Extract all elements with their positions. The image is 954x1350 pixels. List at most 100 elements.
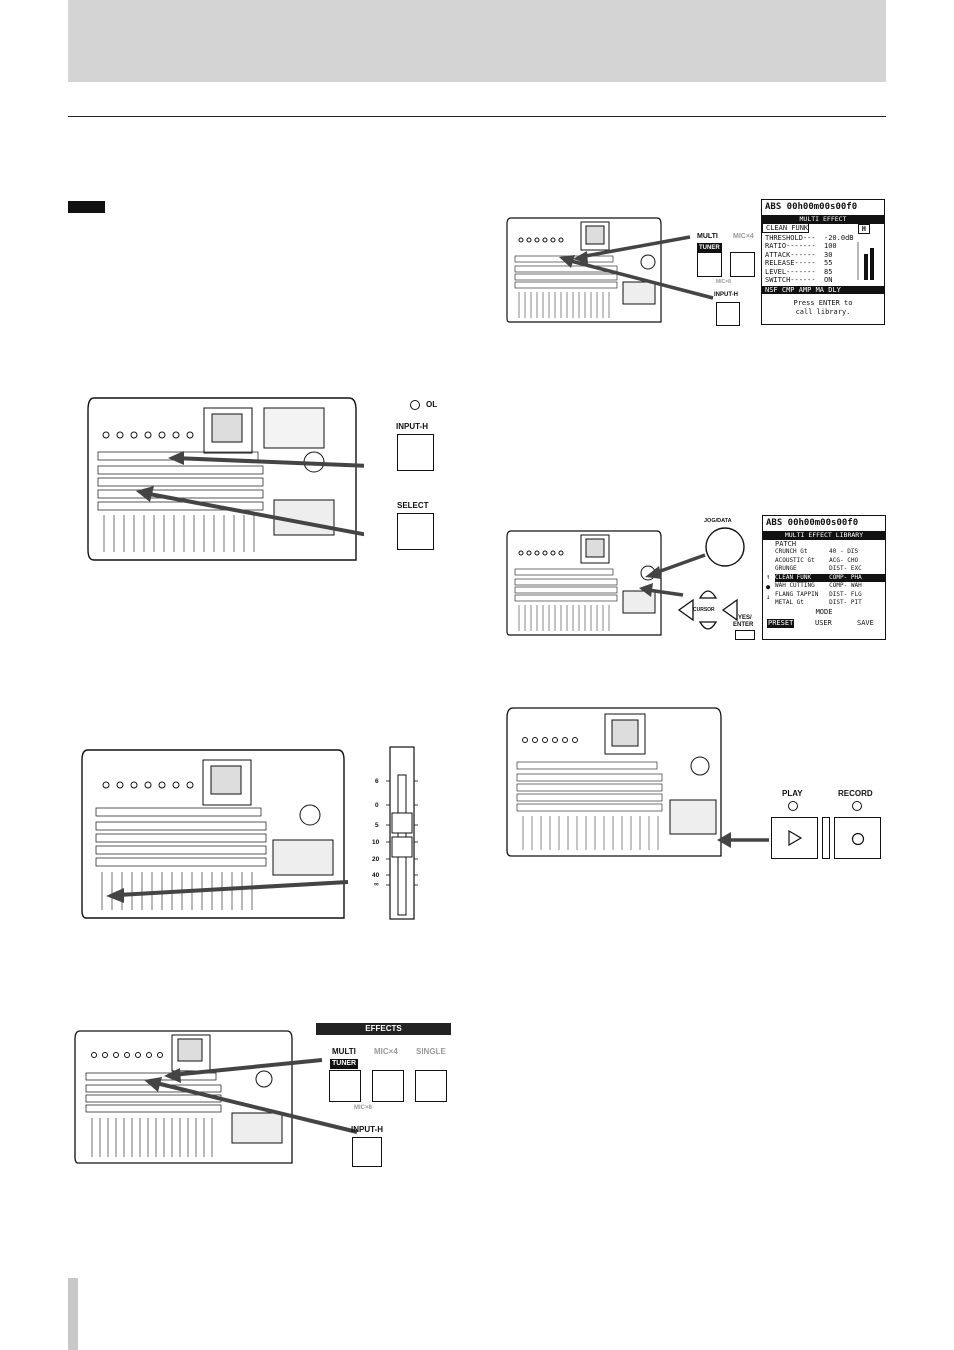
play-indicator-icon — [788, 801, 798, 811]
record-indicator-icon — [852, 801, 862, 811]
lcd-message-2: call library. — [795, 307, 851, 316]
lcd-library-row-selected: CLEAN FUNK COMP- PHA — [775, 573, 885, 582]
lcd-library-row: ACOUSTIC Gt ACG- CHO — [775, 556, 859, 564]
mixer-console-illustration — [506, 530, 662, 636]
lcd-param-row: THRESHOLD--- -20.0dB — [765, 233, 854, 242]
lcd-tabs: NSF CMP AMP MA DLY — [762, 285, 884, 294]
yes-label: YES/ — [738, 615, 752, 621]
enter-label: ENTER — [733, 622, 754, 628]
fader-scale-0: 0 — [375, 802, 379, 809]
multi-label: MULTI — [697, 233, 718, 240]
lcd-user-tab: USER — [815, 619, 832, 627]
input-h-label: INPUT-H — [396, 422, 428, 431]
fader-scale-inf: ∞ — [374, 881, 379, 888]
figure-input-select: OL INPUT-H SELECT — [84, 390, 444, 580]
fader-scale-6: 6 — [375, 778, 379, 785]
multi-effect-lcd: ABS 00h00m00s00f0 MULTI EFFECT CLEAN FUN… — [761, 199, 885, 325]
multi-button[interactable] — [697, 252, 722, 277]
tuner-tag: TUNER — [330, 1059, 359, 1069]
figure-multi-effect — [505, 200, 890, 330]
transport-divider — [822, 817, 830, 859]
lcd-param-row: RELEASE----- 55 — [765, 259, 833, 267]
mixer-console-illustration — [87, 397, 364, 561]
page-side-bar — [68, 1278, 78, 1350]
input-h-label: INPUT-H — [351, 1125, 383, 1134]
level-meter-icon — [857, 242, 874, 280]
pointer-arrows — [144, 1058, 358, 1134]
select-label: SELECT — [397, 501, 429, 510]
lcd-library-row: METAL Gt DIST- PIT — [775, 599, 862, 606]
mic4-label: MIC×4 — [733, 233, 754, 240]
fader-scale-5: 5 — [375, 822, 379, 829]
cursor-label: CURSOR — [693, 607, 715, 613]
mic4-button[interactable] — [372, 1070, 404, 1102]
ol-label: OL — [426, 400, 438, 409]
note-tag — [68, 201, 105, 213]
jog-data-label: JOG/DATA — [704, 518, 732, 524]
multi-button[interactable] — [329, 1070, 361, 1102]
pointer-arrows — [559, 235, 714, 300]
input-h-button[interactable] — [352, 1137, 382, 1167]
lcd-save-tab: SAVE — [857, 619, 874, 627]
select-button[interactable] — [397, 513, 434, 550]
lcd-badge: H — [857, 223, 870, 234]
lcd-library-row: WAH CUTTING COMP- WAH — [775, 582, 862, 589]
figure-play-record — [505, 700, 895, 865]
figure-effect-library — [505, 515, 755, 645]
fader-scale-10: 10 — [372, 839, 380, 846]
tuner-tag: TUNER — [697, 243, 722, 253]
mixer-console-illustration — [81, 749, 348, 919]
record-label: RECORD — [838, 789, 873, 798]
fader-scale-illustration — [386, 746, 418, 920]
cursor-keys-icon[interactable] — [675, 580, 745, 642]
input-h-button[interactable] — [397, 434, 434, 471]
figure-effects — [72, 1020, 452, 1170]
mixer-console-illustration — [506, 217, 662, 323]
lcd-library-row: FLANG TAPPIN DIST- FLG — [775, 590, 862, 598]
pointer-arrows — [639, 553, 706, 597]
header-band — [68, 0, 886, 82]
fader-scale-40: 40 — [372, 872, 380, 879]
fader-scale-20: 20 — [372, 856, 380, 863]
mixer-console-illustration — [74, 1030, 293, 1164]
header-rule — [68, 116, 886, 117]
input-h-button[interactable] — [716, 302, 740, 326]
ol-indicator-icon — [410, 400, 420, 410]
multi-label: MULTI — [332, 1047, 356, 1056]
effects-band-label: EFFECTS — [316, 1023, 451, 1035]
jog-dial-icon[interactable] — [703, 525, 747, 569]
lcd-preset-tab: PRESET — [767, 619, 795, 628]
mic8-label: MIC×8 — [716, 279, 731, 285]
lcd-time: ABS 00h00m00s00f0 — [766, 518, 859, 528]
lcd-patch-header: PATCH — [775, 539, 797, 548]
lcd-message-1: Press ENTER to — [793, 299, 853, 307]
single-button[interactable] — [415, 1070, 447, 1102]
lcd-mode: MODE — [815, 607, 833, 616]
single-label: SINGLE — [416, 1047, 446, 1056]
mic4-button[interactable] — [730, 252, 755, 277]
record-button[interactable] — [834, 817, 881, 859]
mic8-label: MIC×8 — [354, 1105, 372, 1111]
mic4-label: MIC×4 — [374, 1047, 398, 1056]
lcd-title: MULTI EFFECT — [762, 215, 884, 224]
lcd-param-row: ATTACK------ 30 — [765, 250, 833, 259]
effect-library-lcd: ABS 00h00m00s00f0 MULTI EFFECT LIBRARY P… — [762, 515, 886, 640]
mixer-console-illustration — [506, 707, 722, 857]
input-h-label: INPUT-H — [714, 292, 738, 298]
lcd-library-row: GRUNGE DIST- EXC — [775, 565, 862, 572]
lcd-preset: CLEAN FUNK — [762, 222, 810, 233]
lcd-param-row: SWITCH------ ON — [765, 276, 833, 284]
play-icon — [788, 830, 803, 846]
play-label: PLAY — [782, 789, 803, 798]
lcd-time: ABS 00h00m00s00f0 — [765, 202, 858, 212]
figure-fader: 6 0 5 10 20 40 ∞ — [78, 740, 428, 930]
lcd-param-row: RATIO------- 100 — [765, 242, 837, 250]
yes-enter-button[interactable] — [735, 630, 755, 640]
record-icon — [851, 832, 865, 846]
play-button[interactable] — [771, 817, 818, 859]
lcd-param-row: LEVEL------- 85 — [765, 267, 833, 276]
lcd-title: MULTI EFFECT LIBRARY — [763, 531, 885, 540]
lcd-library-row: CRUNCH Gt 40 - DIS — [775, 548, 859, 555]
pointer-arrows — [717, 832, 769, 848]
lcd-nav-arrows-icon: ↑●↓ — [766, 573, 771, 601]
